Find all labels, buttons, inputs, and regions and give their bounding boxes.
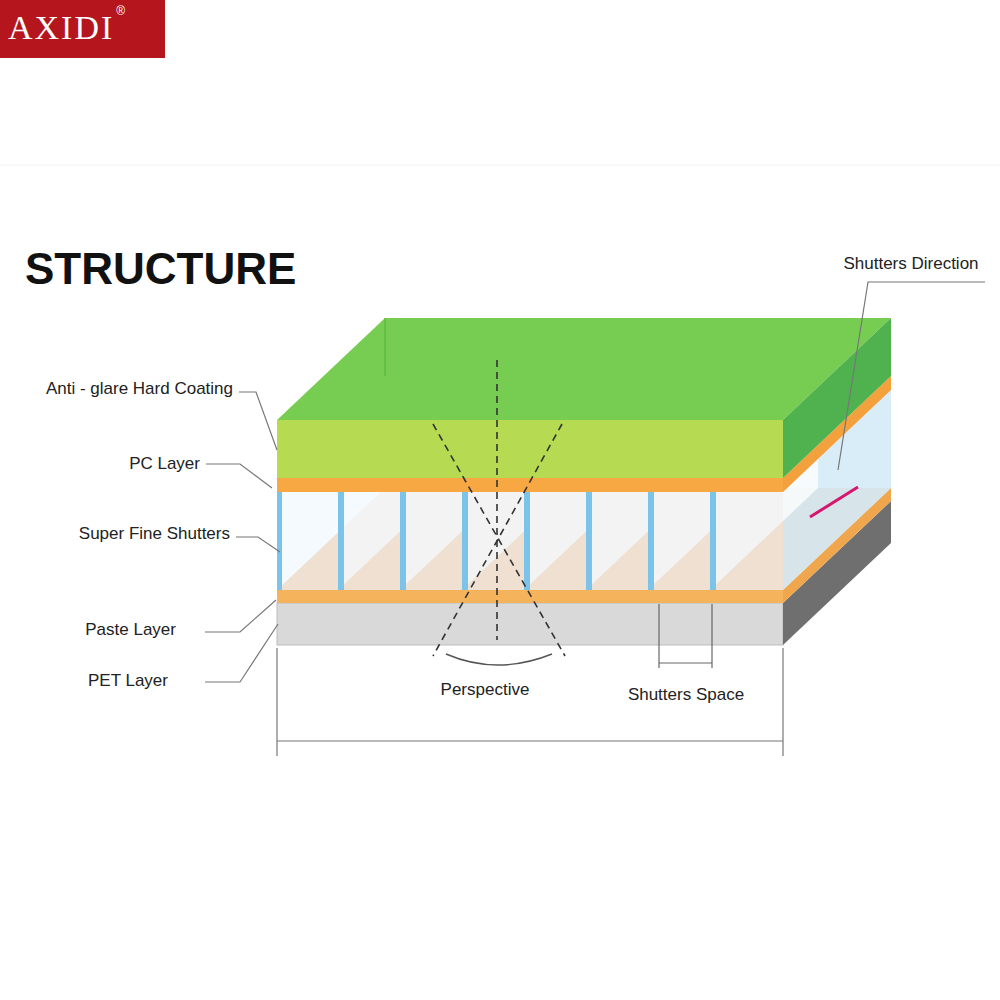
shutter-layer-front bbox=[277, 492, 783, 590]
leader-line bbox=[205, 624, 278, 682]
shutters-direction-mark bbox=[810, 487, 858, 517]
shutter-edge bbox=[277, 492, 282, 590]
coating-front bbox=[277, 420, 783, 478]
perspective-arc bbox=[446, 654, 552, 665]
coating-top bbox=[277, 318, 891, 420]
shutter-edge bbox=[524, 492, 530, 590]
shutter-edge bbox=[648, 492, 654, 590]
leader-line bbox=[236, 537, 280, 552]
dimension-line bbox=[277, 740, 783, 741]
layer-label: PC Layer bbox=[129, 454, 200, 474]
bracket-tick bbox=[658, 604, 659, 668]
dimension-tick bbox=[276, 648, 277, 756]
callout-label: Shutters Direction bbox=[843, 254, 978, 274]
leader-line bbox=[205, 600, 276, 632]
dimension-label: Shutters Space bbox=[628, 685, 744, 705]
paste-layer-front bbox=[277, 590, 783, 603]
leader-line bbox=[838, 282, 985, 470]
dimension-label: Perspective bbox=[441, 680, 530, 700]
leader-lines bbox=[205, 282, 985, 682]
view-ray bbox=[433, 424, 562, 656]
header-rule bbox=[0, 165, 1000, 166]
leader-line bbox=[206, 464, 272, 488]
logo-box: AXIDI® bbox=[0, 0, 165, 58]
layer-label: Super Fine Shutters bbox=[79, 524, 230, 544]
dimension-tick bbox=[782, 648, 783, 756]
layer-label: Paste Layer bbox=[85, 620, 176, 640]
coating-side bbox=[783, 318, 891, 478]
registered-mark: ® bbox=[116, 4, 125, 18]
shutters-space-bracket bbox=[659, 604, 712, 668]
shutter-edge bbox=[586, 492, 592, 590]
view-axis bbox=[496, 360, 498, 640]
bracket-tick bbox=[711, 604, 712, 668]
shutter-edge bbox=[338, 492, 344, 590]
width-dimension bbox=[277, 648, 783, 756]
leader-line bbox=[239, 392, 277, 450]
view-ray bbox=[433, 424, 565, 656]
diagram-title: STRUCTURE bbox=[25, 243, 296, 295]
shutter-edge bbox=[400, 492, 406, 590]
logo-text: AXIDI bbox=[8, 8, 114, 48]
coating-edge bbox=[385, 318, 386, 376]
pet-layer-front bbox=[277, 603, 783, 645]
bracket-line bbox=[659, 662, 712, 663]
shutter-edge bbox=[710, 492, 716, 590]
shutter-edge bbox=[462, 492, 468, 590]
perspective-lines bbox=[433, 360, 565, 656]
layer-label: PET Layer bbox=[88, 671, 168, 691]
layer-label: Anti - glare Hard Coating bbox=[46, 379, 233, 399]
